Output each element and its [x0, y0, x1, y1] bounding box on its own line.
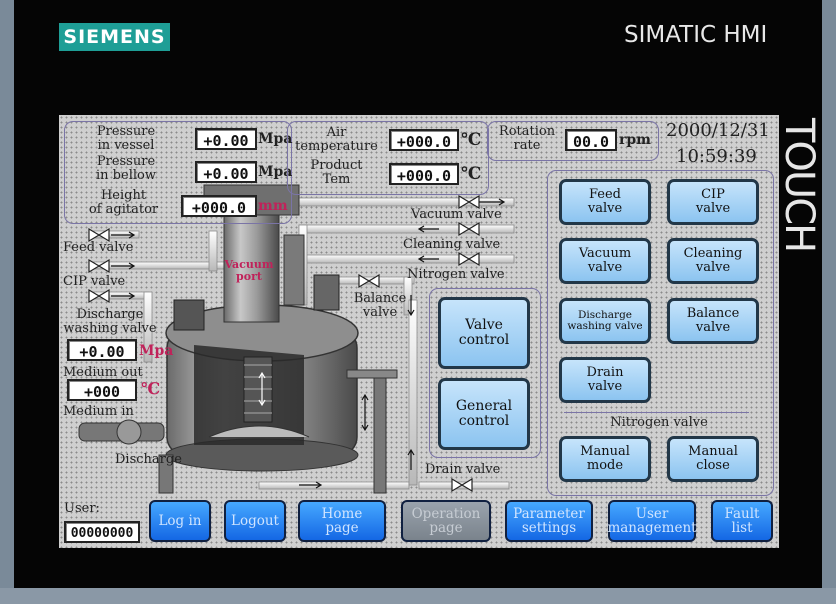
drain-valve-label: Drain valve	[425, 462, 501, 477]
operation-page-button[interactable]: Operation page	[401, 500, 491, 542]
valve-symbols	[88, 194, 480, 493]
parameter-settings-button[interactable]: Parameter settings	[505, 500, 593, 542]
process-diagram	[78, 184, 515, 494]
nitrogen-valve-section-label: Nitrogen valve	[610, 415, 708, 430]
air-temperature-unit: ℃	[461, 130, 482, 150]
manual-close-button[interactable]: Manual close	[667, 436, 759, 482]
medium-in-unit: ℃	[141, 379, 161, 398]
general-control-button[interactable]: General control	[438, 378, 530, 450]
agitator-height-unit: mm	[258, 198, 288, 214]
user-management-button[interactable]: User management	[607, 500, 697, 542]
pressure-bellow-value: +0.00	[195, 161, 257, 183]
agitator-height-label: Height of agitator	[88, 188, 159, 217]
discharge-label: Discharge	[115, 452, 182, 467]
product-temp-label: Product Tem	[310, 158, 363, 187]
rotation-rate-label: Rotation rate	[498, 124, 556, 153]
login-button[interactable]: Log in	[149, 500, 211, 542]
time-display: 10:59:39	[676, 146, 757, 167]
fault-list-button[interactable]: Fault list	[711, 500, 773, 542]
product-temp-unit: ℃	[461, 164, 482, 184]
pressure-vessel-unit: Mpa	[258, 131, 293, 147]
balance-valve-label: Balance valve	[353, 291, 407, 320]
date-display: 2000/12/31	[666, 120, 770, 141]
cleaning-valve-label: Cleaning valve	[403, 237, 501, 252]
rotation-rate-unit: rpm	[619, 132, 651, 148]
air-temperature-label: Air temperature	[295, 125, 378, 154]
pressure-vessel-label: Pressure in vessel	[96, 124, 156, 153]
nitrogen-valve-label: Nitrogen valve	[407, 267, 505, 282]
discharge-washing-valve-label: Discharge washing valve	[63, 307, 157, 336]
medium-in-value: +000	[67, 379, 137, 401]
user-value: 00000000	[64, 521, 140, 543]
nitrogen-divider	[564, 412, 749, 413]
feed-valve-label: Feed valve	[63, 240, 134, 255]
cip-valve-button[interactable]: CIP valve	[667, 179, 759, 225]
siemens-logo: SIEMENS	[59, 23, 170, 51]
rotation-group	[487, 121, 659, 161]
vacuum-port-label: Vacuum port	[224, 258, 274, 283]
discharge-washing-valve-button[interactable]: Discharge washing valve	[559, 298, 651, 344]
panel-frame-bottom	[0, 588, 836, 604]
rotation-rate-value: 00.0	[565, 129, 617, 151]
vacuum-valve-button[interactable]: Vacuum valve	[559, 238, 651, 284]
feed-valve-button[interactable]: Feed valve	[559, 179, 651, 225]
pressure-height-group	[64, 121, 292, 224]
cip-valve-label: CIP valve	[63, 274, 126, 289]
medium-out-unit: Mpa	[139, 343, 174, 359]
air-temperature-value: +000.0	[389, 129, 459, 151]
user-label: User:	[64, 501, 100, 516]
agitator-height-value: +000.0	[181, 195, 257, 217]
home-page-button[interactable]: Home page	[298, 500, 386, 542]
pressure-vessel-value: +0.00	[195, 128, 257, 150]
vacuum-valve-label: Vacuum valve	[411, 207, 502, 222]
logout-button[interactable]: Logout	[224, 500, 286, 542]
medium-in-label: Medium in	[63, 404, 134, 419]
medium-out-value: +0.00	[67, 339, 137, 361]
pressure-bellow-label: Pressure in bellow	[96, 154, 156, 183]
simatic-hmi-title: SIMATIC HMI	[624, 22, 768, 48]
cleaning-valve-button[interactable]: Cleaning valve	[667, 238, 759, 284]
control-mode-group	[429, 288, 541, 458]
touch-label: TOUCH	[776, 118, 822, 252]
pressure-bellow-unit: Mpa	[258, 164, 293, 180]
medium-out-label: Medium out	[63, 365, 143, 380]
valve-control-button[interactable]: Valve control	[438, 297, 530, 369]
hmi-screen: Pressure in vessel +0.00 Mpa Pressure in…	[59, 115, 779, 548]
balance-valve-button[interactable]: Balance valve	[667, 298, 759, 344]
manual-mode-button[interactable]: Manual mode	[559, 436, 651, 482]
product-temp-value: +000.0	[389, 163, 459, 185]
valve-buttons-panel	[547, 170, 774, 496]
drain-valve-button[interactable]: Drain valve	[559, 357, 651, 403]
